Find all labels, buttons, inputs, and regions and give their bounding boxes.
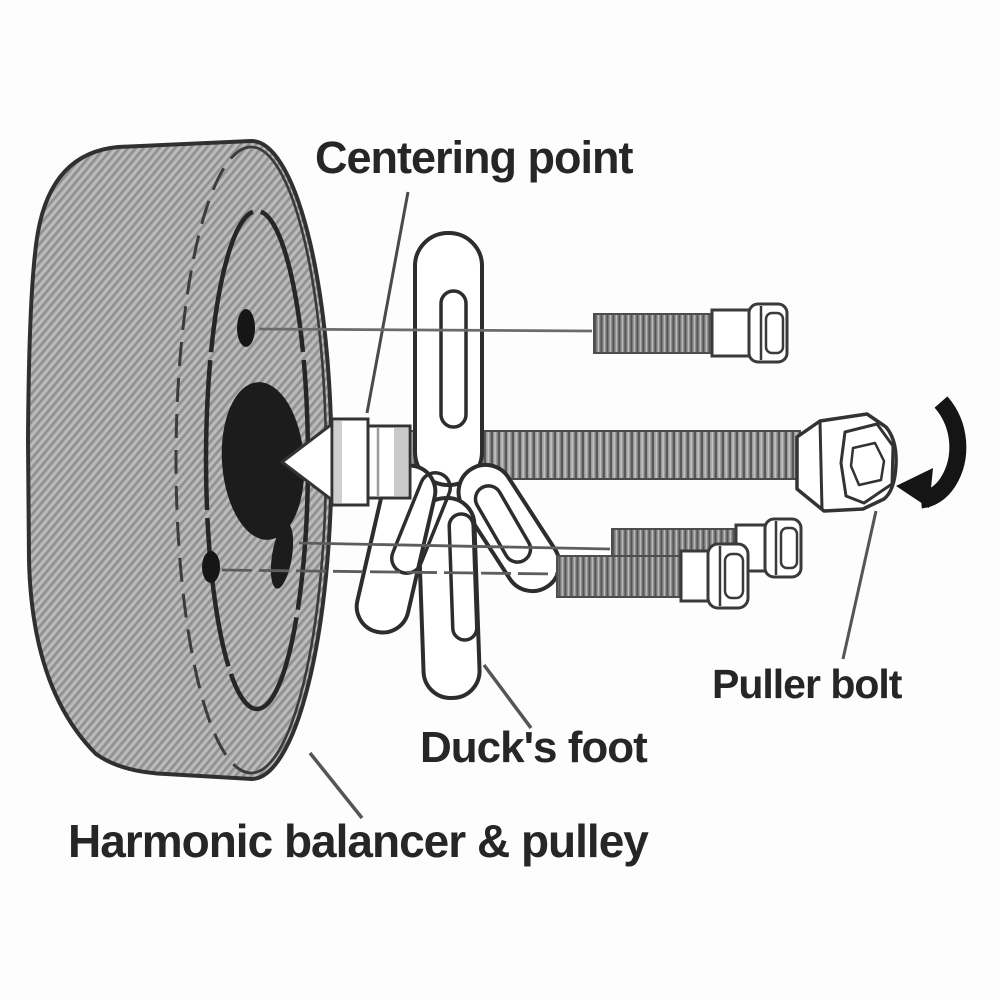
cone-collar-rear-shade	[394, 428, 408, 496]
centering-point-cone	[280, 417, 412, 507]
leader-puller-bolt-label	[841, 510, 878, 660]
bolt-mid-head-face	[779, 526, 799, 570]
disc-body	[26, 138, 334, 781]
leader-centering-point	[365, 191, 410, 414]
hex-head-face	[839, 422, 895, 505]
ducks-foot-right-slot	[473, 484, 533, 564]
puller-bolt-hex-head	[795, 412, 898, 513]
leader-bottom-hole-to-bolt	[221, 568, 557, 576]
rotation-arrow-curve	[919, 396, 967, 509]
attachment-bolt-bottom	[556, 542, 750, 610]
disc-face-rim-left	[174, 145, 252, 775]
label-harmonic-balancer: Harmonic balancer & pulley	[68, 815, 649, 867]
bolt-bot-head	[706, 542, 750, 610]
bolt-bot-threads	[556, 555, 683, 598]
ducks-foot-center-slot	[447, 512, 479, 642]
cone-collar-shade	[334, 421, 342, 503]
bolt-hole-bottom	[202, 551, 220, 583]
ducks-foot-left-slot	[390, 471, 452, 575]
bolt-top-threads	[593, 313, 714, 354]
bolt-top-head	[747, 302, 789, 364]
ducks-foot-right-lobe	[456, 462, 562, 594]
hub-recess	[221, 382, 305, 540]
leader-hub-to-middle-bolt	[298, 541, 611, 551]
bolt-bot-shank	[679, 549, 713, 603]
bolt-hole-top	[237, 309, 255, 347]
ducks-foot-arm-slot	[439, 289, 468, 429]
leader-top-hole-to-bolt	[258, 327, 593, 333]
rotation-arrow	[896, 396, 967, 509]
label-centering-point: Centering point	[315, 132, 633, 183]
bolt-top-shank	[710, 308, 754, 358]
leader-harmonic-label	[308, 751, 364, 820]
bolt-top-head-face	[764, 311, 785, 355]
bolt-mid-head	[763, 517, 803, 579]
rotation-arrow-head	[896, 468, 933, 508]
ducks-foot-puller	[354, 231, 562, 700]
hex-head-band	[818, 420, 824, 511]
leader-lines	[221, 191, 878, 820]
hex-head-socket	[849, 441, 886, 487]
label-puller-bolt: Puller bolt	[712, 661, 902, 707]
ducks-foot-top-arm	[413, 231, 484, 487]
attachment-bolt-top	[593, 302, 789, 364]
leader-ducks-foot-label	[482, 663, 533, 730]
harmonic-balancer-disc	[26, 138, 334, 781]
hub-shadow-drip	[270, 523, 294, 589]
label-ducks-foot: Duck's foot	[420, 723, 648, 772]
bolt-bot-head-face	[723, 552, 745, 600]
